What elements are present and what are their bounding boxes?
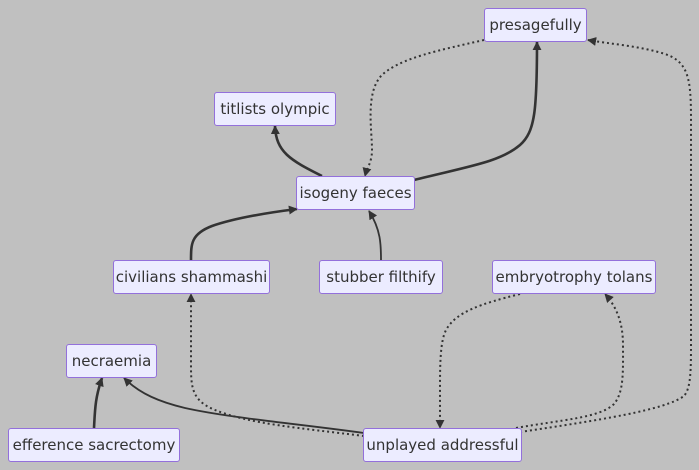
edge-embryotrophy-to-unplayed — [435, 293, 521, 429]
edge-unplayed-to-presagefully — [519, 37, 692, 433]
node-necraemia[interactable]: necraemia — [66, 344, 157, 378]
edge-presagefully-to-isogeny — [362, 39, 485, 177]
node-titlists-olympic[interactable]: titlists olympic — [214, 92, 336, 126]
node-isogeny-faeces[interactable]: isogeny faeces — [296, 176, 415, 210]
node-civilians-shammashi[interactable]: civilians shammashi — [113, 260, 270, 294]
node-efference-sacrectomy[interactable]: efference sacrectomy — [8, 428, 180, 462]
node-presagefully[interactable]: presagefully — [484, 8, 587, 42]
edge-unplayed-to-embryotrophy — [515, 293, 625, 429]
node-embryotrophy-tolans[interactable]: embryotrophy tolans — [492, 260, 656, 294]
edge-efference-to-necraemia — [92, 377, 104, 429]
edge-stubber-to-isogeny — [368, 210, 382, 261]
node-unplayed-addressful[interactable]: unplayed addressful — [363, 428, 522, 462]
edge-isogeny-to-titlists — [270, 125, 323, 178]
node-stubber-filthify[interactable]: stubber filthify — [319, 260, 443, 294]
edge-unplayed-to-civilians — [186, 293, 365, 437]
edge-civilians-to-isogeny — [189, 205, 298, 261]
edge-isogeny-to-presagefully — [413, 41, 542, 182]
edge-unplayed-to-necraemia — [123, 377, 365, 434]
